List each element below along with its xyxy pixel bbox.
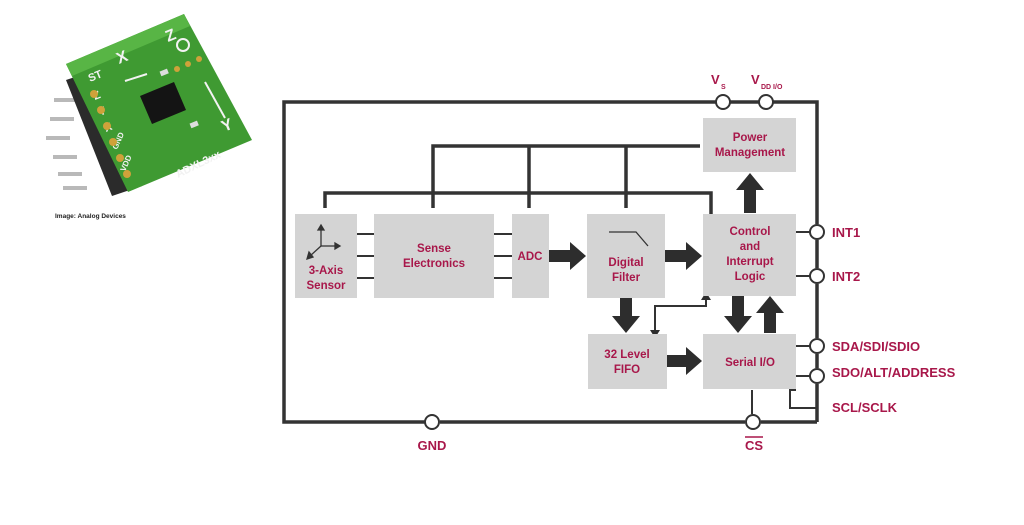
- sensor-label-line2: Sensor: [307, 280, 347, 292]
- digital-filter-block: [587, 214, 665, 298]
- sense-electronics-block: [374, 214, 494, 298]
- dataflow-arrows: [549, 173, 784, 375]
- header-pins: [46, 98, 87, 190]
- sda-label: SDA/SDI/SDIO: [832, 339, 920, 354]
- scl-label: SCL/SCLK: [832, 400, 898, 415]
- pin-int1: [809, 224, 825, 240]
- pin-cs: [745, 414, 761, 430]
- arrow-serial-to-control: [756, 296, 784, 333]
- control-label-line1: Control: [730, 226, 771, 238]
- serial-label: Serial I/O: [725, 357, 775, 369]
- control-label-line2: and: [740, 241, 760, 253]
- arrow-control-to-serial: [724, 296, 752, 333]
- vddio-label-sub: DD I/O: [761, 84, 783, 91]
- pin-sdo: [809, 368, 825, 384]
- image-caption: Image: Analog Devices: [55, 213, 126, 220]
- vs-label: V: [711, 72, 720, 87]
- sensor-block: [295, 214, 357, 298]
- z-axis-circle: [176, 38, 190, 52]
- arrow-filter-to-control: [665, 242, 702, 270]
- arrow-filter-to-fifo: [612, 298, 640, 333]
- arrow-fifo-to-serial: [667, 347, 702, 375]
- vs-label-sub: S: [721, 84, 726, 91]
- arrow-adc-to-filter: [549, 242, 586, 270]
- fifo-block: [588, 334, 667, 389]
- arrow-control-to-power: [736, 173, 764, 213]
- int1-label: INT1: [832, 225, 860, 240]
- pin-vddio: [758, 94, 774, 110]
- control-label-line4: Logic: [735, 271, 766, 283]
- int2-label: INT2: [832, 269, 860, 284]
- gnd-label: GND: [418, 438, 447, 453]
- power-management-block: [703, 118, 796, 172]
- sense-label-line1: Sense: [417, 243, 451, 255]
- filter-label-line1: Digital: [608, 257, 643, 269]
- x-axis-arrow: [124, 73, 148, 82]
- sensor-label-line1: 3-Axis: [309, 265, 344, 277]
- fifo-label-line2: FIFO: [614, 364, 640, 376]
- filter-label-line2: Filter: [612, 272, 641, 284]
- power-label-line1: Power: [733, 132, 768, 144]
- fifo-label-line1: 32 Level: [604, 349, 649, 361]
- pin-sda: [809, 338, 825, 354]
- cs-label: CS: [745, 438, 763, 453]
- outer-border: [282, 100, 819, 424]
- pin-vs: [715, 94, 731, 110]
- internal-buses: [323, 144, 817, 414]
- adc-label: ADC: [518, 251, 543, 263]
- adxl-board-photo: ST Z Y X GND VDD ADXL3xx X Z Y: [46, 14, 252, 196]
- adc-block: [512, 214, 549, 298]
- sense-label-line2: Electronics: [403, 258, 465, 270]
- three-axis-icon: [306, 223, 342, 261]
- vddio-label: V: [751, 72, 760, 87]
- y-axis-arrow: [204, 81, 226, 119]
- silk-label-st: ST: [87, 68, 105, 84]
- sdo-label: SDO/ALT/ADDRESS: [832, 365, 956, 380]
- pin-int2: [809, 268, 825, 284]
- control-label-line3: Interrupt: [726, 256, 773, 268]
- serial-io-block: [703, 334, 796, 389]
- lowpass-filter-icon: [609, 231, 649, 247]
- control-logic-block: [703, 214, 796, 296]
- pin-gnd: [424, 414, 440, 430]
- accelerometer-chip: [140, 82, 186, 124]
- power-label-line2: Management: [715, 147, 785, 159]
